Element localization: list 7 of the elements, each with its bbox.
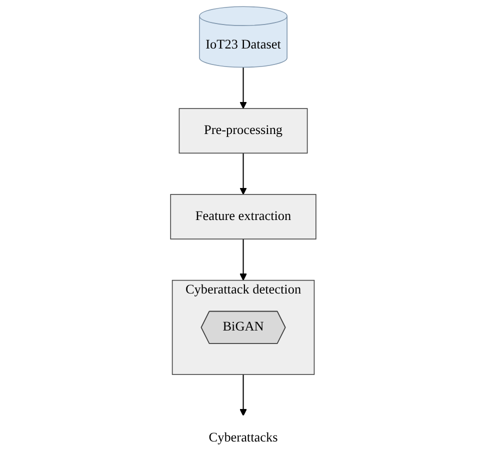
node-box: Pre-processing [179, 108, 308, 154]
arrow [240, 67, 248, 109]
arrow [240, 239, 248, 281]
node-box: Feature extraction [170, 194, 317, 240]
arrow [240, 153, 248, 195]
node-text: Cyberattacks [209, 430, 278, 445]
arrow [240, 374, 248, 416]
